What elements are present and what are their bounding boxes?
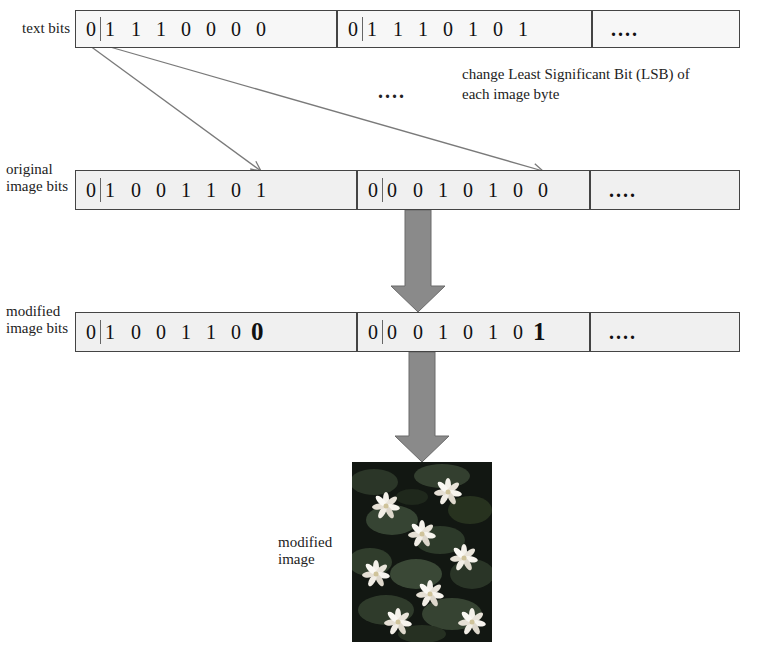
changed-lsb: 0 <box>251 320 264 344</box>
bit-group: 0 0 1 1 0 1 <box>131 178 266 202</box>
lily-pad <box>352 469 398 495</box>
row-label: text bits <box>22 20 70 37</box>
lily-flower <box>434 478 463 506</box>
bit-arrow <box>110 47 543 173</box>
block-arrow <box>391 210 445 312</box>
ellipsis: .... <box>378 80 406 103</box>
lily-flower <box>416 580 445 608</box>
ellipsis: .... <box>609 321 637 344</box>
bit: 0 <box>364 178 383 202</box>
lily-flower <box>362 560 391 588</box>
lily-pad <box>396 489 428 505</box>
note-text: change Least Significant Bit (LSB) of ea… <box>462 64 710 104</box>
lily-flower <box>372 492 401 520</box>
bit-group: 1 1 0 1 0 1 <box>393 17 528 41</box>
lily-flower <box>408 520 437 548</box>
bit: 0 <box>364 320 383 344</box>
bit-group: 0 1 0 1 0 <box>413 320 523 344</box>
row-label: modified image <box>278 534 338 568</box>
byte-cell: 01 0 0 1 1 0 1 <box>76 171 358 209</box>
bit: 0 <box>82 17 101 41</box>
flow-arrow <box>395 352 449 462</box>
byte-cell: 01 1 1 0 0 0 0 <box>76 11 338 47</box>
lily-flower <box>458 608 487 636</box>
byte-cell: 00 0 1 0 1 0 0 <box>358 171 591 209</box>
flow-arrow <box>391 210 445 312</box>
byte-cell: 01 1 1 0 1 0 1 <box>338 11 593 47</box>
bit-group: 0 1 0 1 0 0 <box>413 178 548 202</box>
arrow-line <box>110 47 543 171</box>
bit: 0 <box>82 178 101 202</box>
ellipsis-cell: .... <box>591 313 739 351</box>
bit: 0 <box>383 178 401 202</box>
water-lily-photo <box>352 462 492 642</box>
changed-lsb: 1 <box>533 320 546 344</box>
bit-group: 1 1 0 0 0 0 <box>131 17 266 41</box>
bit: 1 <box>101 178 119 202</box>
bit: 0 <box>383 320 401 344</box>
ellipsis-cell: .... <box>591 171 739 209</box>
row-label: original image bits <box>6 161 70 195</box>
lily-pad <box>390 559 442 589</box>
byte-cell: 010 0 1 1 00 <box>76 313 358 351</box>
lily-flower <box>450 544 479 572</box>
block-arrow <box>395 352 449 462</box>
bit: 1 <box>101 17 119 41</box>
row-label: modified image bits <box>6 303 70 337</box>
bit: 0 <box>82 320 101 344</box>
bit-strip: modified image bits010 0 1 1 00000 1 0 1… <box>75 312 740 352</box>
image-frame: modified image <box>352 462 492 642</box>
byte-cell: 00 0 1 0 1 0 1 <box>358 313 591 351</box>
lily-pad <box>450 559 492 589</box>
ellipsis: .... <box>609 179 637 202</box>
ellipsis: .... <box>611 18 639 41</box>
bit: 1 <box>101 320 119 344</box>
bit-group: 0 0 1 1 0 <box>131 320 241 344</box>
lily-flower <box>384 608 413 636</box>
bit-strip: original image bits010 0 1 1 0 1000 1 0 … <box>75 170 740 210</box>
bit: 0 <box>344 17 363 41</box>
bit: 1 <box>363 17 381 41</box>
ellipsis-cell: .... <box>593 11 739 47</box>
bit-strip: text bits011 1 0 0 0 0011 1 0 1 0 1.... <box>75 10 740 48</box>
